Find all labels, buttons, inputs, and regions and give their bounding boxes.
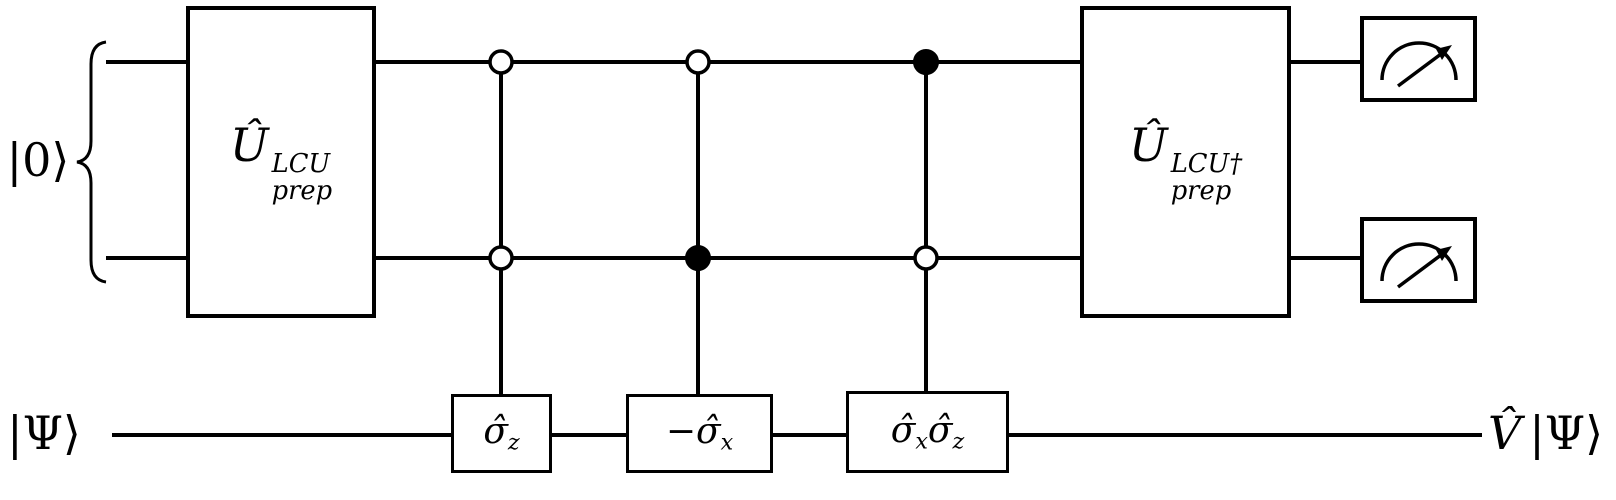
gate-minus-sigma-x-subscript: x: [720, 429, 734, 456]
gate-sigma-x-sigma-z: σ̂xσ̂z: [846, 391, 1009, 473]
gate-lcu-unprep-subscript: prep: [1170, 176, 1232, 207]
output-operator-label: V̂: [1488, 406, 1522, 460]
gate-lcu-unprep-base: Û: [1128, 117, 1168, 172]
gate-lcu-unprep-scripts: LCU†prep: [1170, 148, 1243, 207]
control-open-circle-icon: [488, 245, 514, 271]
gate-sigma-z-base: σ̂: [483, 411, 508, 453]
control-open-circle-icon: [913, 245, 939, 271]
gate-sigma-x-sigma-z-base1: σ̂: [890, 409, 916, 451]
control-open-circle-icon: [685, 49, 711, 75]
meter-icon-top: [1360, 16, 1477, 102]
gate-minus-sigma-x: −σ̂x: [626, 394, 773, 473]
ancilla-input-ket-label: |0⟩: [6, 133, 70, 187]
gate-lcu-prep-base: Û: [229, 117, 269, 172]
gate-lcu-prep-subscript: prep: [271, 176, 333, 207]
gate-sigma-z-label: σ̂z: [483, 411, 519, 456]
gate-sigma-z-subscript: z: [507, 429, 520, 456]
system-output-label: V̂|Ψ⟩: [1488, 406, 1614, 460]
gate-sigma-x-sigma-z-label: σ̂xσ̂z: [891, 410, 965, 455]
output-ket-label: |Ψ⟩: [1529, 406, 1604, 460]
gate-sigma-x-sigma-z-subscript1: x: [915, 428, 928, 455]
gate-sigma-z: σ̂z: [451, 394, 552, 473]
gate-sigma-x-sigma-z-subscript2: z: [952, 428, 965, 455]
gate-sigma-x-sigma-z-base2: σ̂: [927, 409, 953, 451]
control-open-circle-icon: [488, 49, 514, 75]
gate-lcu-prep-superscript: LCU: [271, 148, 331, 179]
control-filled-circle-icon: [685, 245, 711, 271]
meter-icon-bottom: [1360, 217, 1477, 303]
control-filled-circle-icon: [913, 49, 939, 75]
system-input-ket-label: |Ψ⟩: [7, 406, 81, 460]
gate-minus-sigma-x-label: −σ̂x: [666, 411, 733, 456]
ancilla-brace-icon: [76, 40, 107, 284]
gate-minus-sigma-x-base: −σ̂: [665, 411, 721, 453]
gate-lcu-unprep-superscript: LCU†: [1170, 148, 1243, 179]
